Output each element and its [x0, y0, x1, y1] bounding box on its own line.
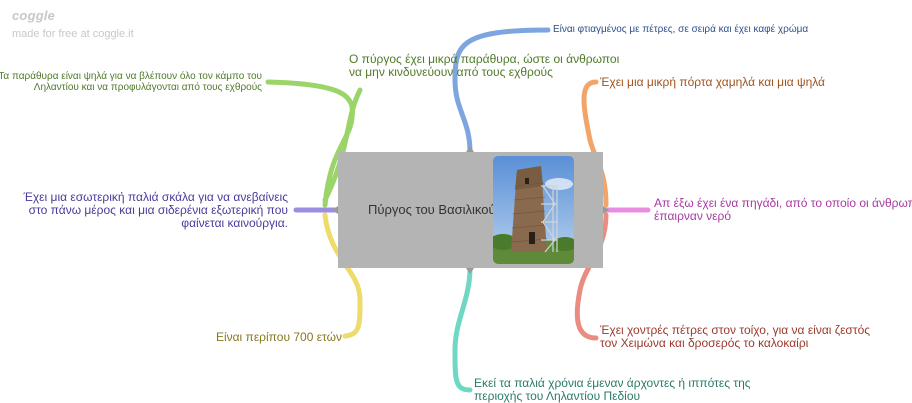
branch-text-line: τον Χειμώνα και δροσερός το καλοκαίρι	[600, 336, 809, 350]
branch-lords[interactable]: Εκεί τα παλιά χρόνια έμεναν άρχοντες ή ι…	[474, 377, 751, 403]
branch-age[interactable]: Είναι περίπου 700 ετών	[216, 331, 342, 344]
branch-text-line: στο πάνω μέρος και μια σιδερένια εξωτερι…	[28, 203, 288, 217]
branch-windows-high[interactable]: Τα παράθυρα είναι ψηλά για να βλέπουν όλ…	[0, 71, 262, 93]
branch-door[interactable]: Έχει μια μικρή πόρτα χαμηλά και μια ψηλά	[600, 76, 825, 89]
branch-windows-small[interactable]: Ο πύργος έχει μικρά παράθυρα, ώστε οι άν…	[349, 53, 619, 79]
branch-text-line: φαίνεται καινούργια.	[181, 216, 288, 230]
branch-text-line: Ληλαντίου και να προφυλάγονται από τους …	[33, 82, 262, 93]
branch-text-line: Εκεί τα παλιά χρόνια έμεναν άρχοντες ή ι…	[474, 376, 751, 390]
connector-stones	[452, 27, 551, 155]
stone-tower-photo-icon	[493, 156, 574, 264]
branch-stones[interactable]: Είναι φτιαγμένος με πέτρες, σε σειρά και…	[553, 24, 808, 35]
branch-text-line: Απ έξω έχει ένα πηγάδι, από το οποίο οι …	[654, 196, 912, 210]
attach-arrow-left	[332, 206, 338, 214]
branch-text-line: Έχει χοντρές πέτρες στον τοίχο, για να ε…	[600, 323, 871, 337]
central-node-title: Πύργος του Βασιλικού	[368, 202, 496, 217]
connector-windows-high	[265, 79, 355, 208]
coggle-logo[interactable]: coggle	[12, 8, 56, 23]
branch-well[interactable]: Απ έξω έχει ένα πηγάδι, από το οποίο οι …	[654, 197, 912, 223]
branch-text-line: περιοχής του Ληλαντίου Πεδίου	[474, 389, 641, 403]
branch-text-line: να μην κινδυνεύουν από τους εχθρούς	[349, 65, 553, 79]
attach-arrow-top	[466, 146, 474, 152]
central-node[interactable]: Πύργος του Βασιλικού	[338, 152, 603, 268]
branch-text-line: Έχει μια μικρή πόρτα χαμηλά και μια ψηλά	[600, 75, 825, 89]
branch-text-line: Έχει μια εσωτερική παλιά σκάλα για να αν…	[23, 190, 288, 204]
branch-text-line: Ο πύργος έχει μικρά παράθυρα, ώστε οι άν…	[349, 52, 620, 66]
branch-walls[interactable]: Έχει χοντρές πέτρες στον τοίχο, για να ε…	[600, 324, 870, 350]
connector-lords	[452, 265, 473, 393]
branch-text-line: έπαιρναν νερό	[654, 209, 732, 223]
branch-text-line: Τα παράθυρα είναι ψηλά για να βλέπουν όλ…	[0, 71, 262, 82]
connector-door	[581, 79, 609, 208]
branch-staircase[interactable]: Έχει μια εσωτερική παλιά σκάλα για να αν…	[23, 191, 288, 230]
coggle-tagline[interactable]: made for free at coggle.it	[12, 28, 134, 40]
connector-age	[322, 212, 363, 339]
attach-arrow-bottom	[466, 268, 474, 274]
branch-text-line: Είναι περίπου 700 ετών	[215, 330, 342, 344]
branch-text-line: Είναι φτιαγμένος με πέτρες, σε σειρά και…	[553, 24, 809, 35]
attach-arrow-right	[603, 206, 609, 214]
coggle-brand[interactable]: coggle	[12, 8, 55, 23]
